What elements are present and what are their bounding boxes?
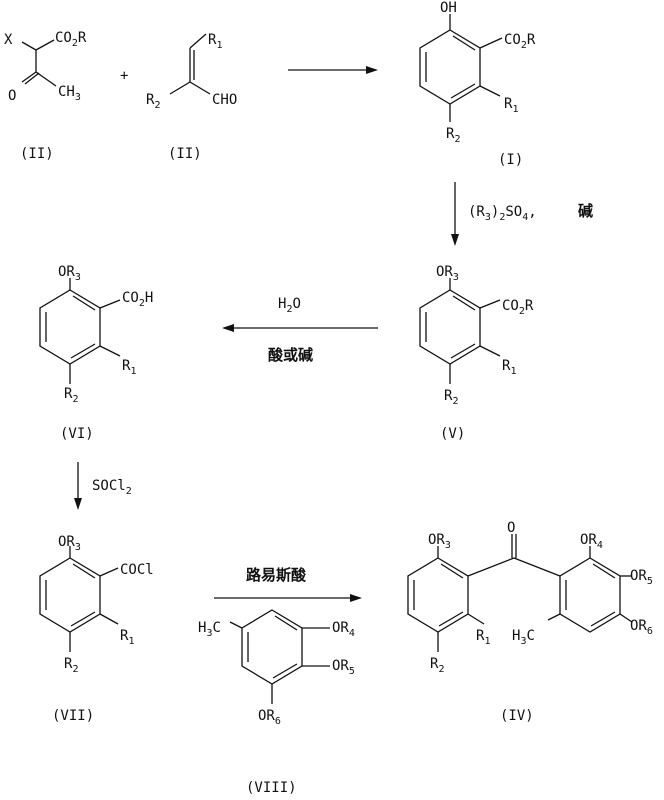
halogen-x: X	[4, 32, 13, 48]
compound-id: (II)	[168, 146, 202, 162]
plus-sign: +	[120, 68, 128, 84]
ester-label: CO2R	[502, 298, 534, 317]
compound-id: (II)	[20, 146, 54, 162]
keto-oxygen: O	[8, 88, 16, 104]
r2-label: R2	[64, 386, 78, 405]
compound-i: OH CO2R R1 R2 (I)	[419, 0, 536, 168]
ester-label: CO2R	[504, 32, 536, 51]
compound-id: (IV)	[500, 708, 534, 724]
reactant-enal: R1 R2 CHO (II)	[146, 32, 237, 162]
compound-id: (VIII)	[246, 780, 297, 796]
or3-label: OR3	[58, 264, 81, 283]
r2-label: R2	[64, 656, 78, 675]
r1-label: R1	[504, 96, 518, 115]
step3-water: H2O	[278, 296, 301, 315]
or3-label: OR3	[436, 264, 459, 283]
r1-label: R1	[208, 32, 222, 51]
step3-condition: 酸或碱	[268, 346, 313, 364]
methyl-label: H3C	[198, 620, 221, 639]
reaction-arrow-3: H2O 酸或碱	[222, 296, 378, 364]
carbonyl-oxygen: O	[507, 520, 515, 536]
compound-v: OR3 CO2R R1 R2 (V)	[419, 264, 534, 442]
r2-label: R2	[444, 388, 458, 407]
r1-label: R1	[502, 358, 516, 377]
r2-label: R2	[146, 92, 160, 111]
or3-label: OR3	[58, 534, 81, 553]
or6-label: OR6	[258, 708, 281, 727]
methyl-label: H3C	[512, 628, 535, 647]
r2-label: R2	[446, 126, 460, 145]
or5-label: OR5	[630, 568, 653, 587]
acid-label: CO2H	[122, 290, 153, 309]
compound-id: (V)	[440, 426, 465, 442]
r1-label: R1	[120, 628, 134, 647]
reaction-arrow-2: (R3)2SO4, 碱	[451, 182, 593, 246]
r1-label: R1	[122, 358, 136, 377]
reaction-arrow-4: SOCl2	[74, 462, 132, 510]
r1-label: R1	[476, 628, 490, 647]
step5-lewis-acid: 路易斯酸	[246, 566, 307, 584]
or6-label: OR6	[630, 618, 653, 637]
r2-label: R2	[430, 656, 444, 675]
compound-vii: OR3 COCl R1 R2 (VII)	[39, 534, 154, 724]
compound-vi: OR3 CO2H R1 R2 (VI)	[39, 264, 153, 442]
or3-label: OR3	[428, 532, 451, 551]
methyl-label: CH3	[58, 84, 81, 103]
ester-label: CO2R	[55, 30, 87, 49]
step2-base: 碱	[578, 202, 593, 220]
or5-label: OR5	[332, 658, 355, 677]
acyl-chloride-label: COCl	[120, 562, 154, 578]
reaction-arrow-1	[288, 66, 378, 74]
step4-reagent: SOCl2	[92, 478, 132, 497]
aldehyde-label: CHO	[212, 92, 237, 108]
compound-viii: H3C OR4 OR5 OR6 (VIII)	[198, 609, 355, 796]
compound-iv: O OR3 OR4 OR5 OR6 R1 H3C R2 (IV)	[407, 520, 653, 724]
or4-label: OR4	[580, 532, 603, 551]
hydroxyl-label: OH	[440, 0, 457, 16]
reaction-arrow-5: 路易斯酸	[214, 566, 362, 602]
reactant-haloketoester: X CO2R O CH3 (II)	[4, 30, 87, 162]
compound-id: (VII)	[52, 708, 94, 724]
compound-id: (VI)	[60, 426, 94, 442]
compound-id: (I)	[498, 152, 523, 168]
step2-reagent: (R3)2SO4,	[468, 204, 537, 223]
or4-label: OR4	[332, 620, 355, 639]
